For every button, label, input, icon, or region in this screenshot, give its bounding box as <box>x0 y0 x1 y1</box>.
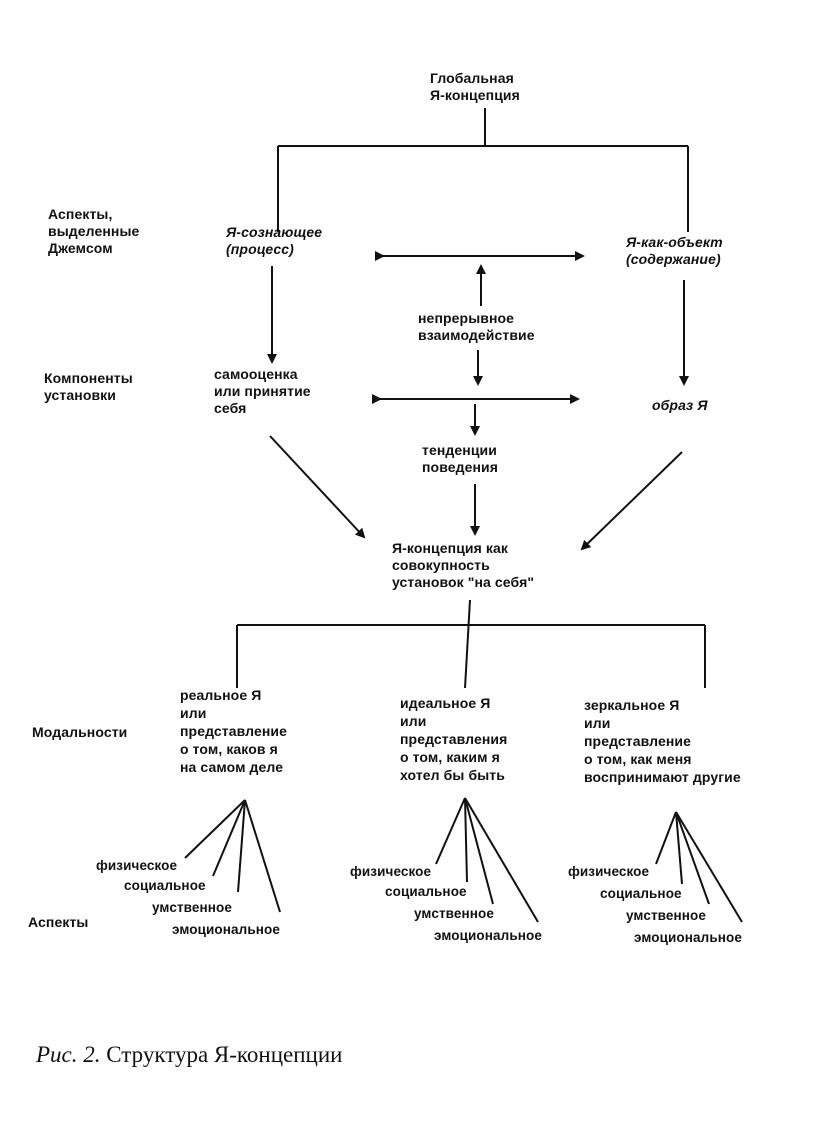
node-self-knowing: Я-сознающее (процесс) <box>226 224 323 257</box>
aspect-ideal-physical: физическое <box>350 864 432 879</box>
aspect-mirror-mental: умственное <box>626 908 706 923</box>
fan-real-emotional <box>244 799 281 913</box>
caption-prefix: Рис. 2. <box>36 1042 101 1067</box>
aspect-ideal-emotional: эмоциональное <box>434 928 542 943</box>
fan-mirror-emotional <box>675 811 743 923</box>
aspect-real-emotional: эмоциональное <box>172 922 280 937</box>
aspect-ideal-mental: умственное <box>414 906 494 921</box>
row-label-aspects-james: Аспекты, выделенные Джемсом <box>48 206 140 256</box>
fan-mirror-mental <box>675 811 710 905</box>
edge-esteem-attitudes <box>269 435 366 539</box>
caption-title: Структура Я-концепции <box>106 1042 343 1067</box>
edge-attitudes-stem <box>464 599 471 689</box>
node-self-image: образ Я <box>652 397 708 413</box>
node-ideal-self: идеальное Я или представления о том, как… <box>400 695 508 783</box>
row-label-components: Компоненты установки <box>44 370 133 403</box>
fan-ideal-social <box>464 797 468 883</box>
node-behavior-tendencies: тенденции поведения <box>422 442 499 475</box>
edge-image-attitudes <box>580 451 683 551</box>
fan-ideal-emotional <box>464 797 539 923</box>
aspect-mirror-physical: физическое <box>568 864 650 879</box>
node-self-as-object: Я-как-объект (содержание) <box>626 234 723 267</box>
aspect-real-social: социальное <box>124 878 206 893</box>
fan-real-physical <box>184 799 246 859</box>
fan-mirror-social <box>675 811 683 885</box>
figure-caption: Рис. 2. Структура Я-концепции <box>36 1042 342 1068</box>
node-real-self: реальное Я или представление о том, како… <box>180 687 287 775</box>
fan-real-social <box>212 799 246 877</box>
node-continuous-interaction: непрерывное взаимодействие <box>418 310 535 343</box>
aspect-mirror-social: социальное <box>600 886 682 901</box>
fan-real-mental <box>237 799 246 893</box>
fan-ideal-mental <box>464 797 494 905</box>
row-label-modalities: Модальности <box>32 724 128 740</box>
aspect-real-physical: физическое <box>96 858 178 873</box>
node-self-esteem: самооценка или принятие себя <box>214 366 311 416</box>
fan-mirror-physical <box>655 811 677 865</box>
row-label-aspects: Аспекты <box>28 914 89 930</box>
aspect-mirror-emotional: эмоциональное <box>634 930 742 945</box>
aspect-real-mental: умственное <box>152 900 232 915</box>
node-attitudes-self-concept: Я-концепция как совокупность установок "… <box>392 540 535 590</box>
fan-ideal-physical <box>435 797 466 865</box>
node-mirror-self: зеркальное Я или представление о том, ка… <box>584 697 741 785</box>
node-global-self-concept: Глобальная Я-концепция <box>430 70 520 103</box>
aspect-ideal-social: социальное <box>385 884 467 899</box>
